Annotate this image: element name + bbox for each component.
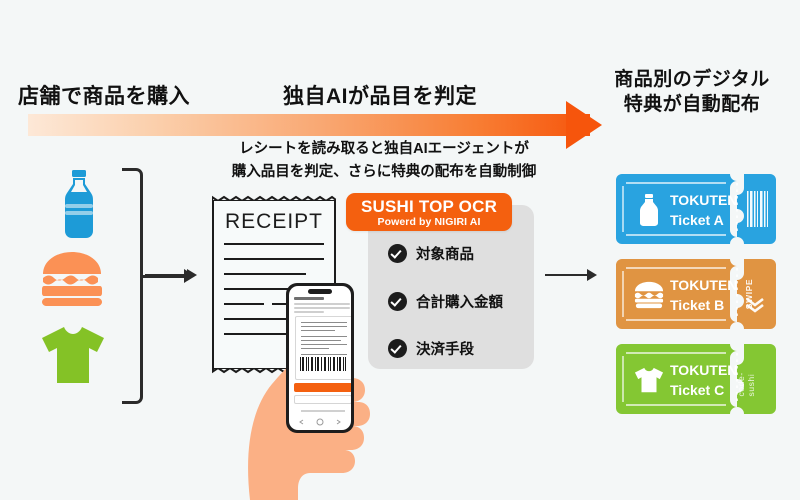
phone-navbar xyxy=(299,418,341,426)
bottle-icon xyxy=(55,170,103,247)
receipt-top-edge xyxy=(212,193,336,201)
checklist-item: 対象商品 xyxy=(388,243,474,264)
ocr-badge: SUSHI TOP OCR Powerd by NIGIRI AI xyxy=(346,193,512,231)
phone-primary-button[interactable] xyxy=(294,383,351,392)
phone-notch xyxy=(308,289,332,294)
receipt-line xyxy=(224,333,324,335)
heading-step-1: 店舗で商品を購入 xyxy=(18,85,190,108)
preview-line xyxy=(301,326,347,327)
preview-line xyxy=(301,348,329,349)
receipt-line xyxy=(224,303,264,305)
smartphone-device xyxy=(286,283,354,433)
connector-line-left xyxy=(145,274,187,276)
heading-step-3-line2: 特典が自動配布 xyxy=(623,93,761,115)
connector-arrow-left-icon xyxy=(187,269,197,281)
preview-line xyxy=(301,336,347,337)
flow-arrow-head-icon xyxy=(566,101,602,149)
ticket-c-line2: Ticket C xyxy=(670,381,725,398)
checklist-item-label: 合計購入金額 xyxy=(416,295,503,311)
checklist-item-label: 決済手段 xyxy=(416,342,474,358)
preview-line xyxy=(301,330,335,331)
burger-icon xyxy=(634,281,664,309)
checklist-item: 決済手段 xyxy=(388,338,474,359)
receipt-title: RECEIPT xyxy=(224,210,323,233)
flow-caption-line1: レシートを読み取ると独自AIエージェントが xyxy=(239,141,529,157)
ticket-b-line1: TOKUTEN xyxy=(670,277,738,293)
tshirt-icon xyxy=(634,367,664,393)
flow-caption-line2: 購入品目を判定、さらに特典の配布を自動制御 xyxy=(231,164,537,181)
phone-heading-text xyxy=(294,297,324,300)
tshirt-icon xyxy=(40,325,106,390)
check-circle-icon xyxy=(388,339,407,358)
phone-secondary-button[interactable] xyxy=(294,395,351,404)
check-circle-icon xyxy=(388,244,407,263)
checklist-item: 合計購入金額 xyxy=(388,291,503,312)
ticket-b-stub-text: SWIPE xyxy=(744,278,754,310)
flow-caption: レシートを読み取ると独自AIエージェントが 購入品目を判定、さらに特典の配布を自… xyxy=(213,138,555,185)
ticket-b[interactable]: TOKUTEN Ticket B SWIPE xyxy=(616,259,776,329)
ticket-c-line1: TOKUTEN xyxy=(670,362,738,378)
ticket-c-stub-text: code-sushi xyxy=(736,372,756,397)
ticket-b-label: TOKUTEN Ticket B xyxy=(670,276,737,316)
ocr-badge-title: SUSHI TOP OCR xyxy=(360,197,498,216)
phone-body-text xyxy=(294,311,324,313)
flow-arrow-band xyxy=(28,114,590,136)
burger-icon xyxy=(40,250,104,313)
preview-line xyxy=(301,344,347,345)
receipt-line xyxy=(224,243,324,245)
group-bracket xyxy=(122,168,143,404)
preview-line xyxy=(301,354,347,355)
bracket-connector-line xyxy=(140,275,186,278)
ticket-a-line1: TOKUTEN xyxy=(670,192,738,208)
preview-line xyxy=(301,322,347,323)
phone-footnote xyxy=(301,410,345,412)
ticket-a[interactable]: TOKUTEN Ticket A xyxy=(616,174,776,244)
ticket-b-line2: Ticket B xyxy=(670,296,725,313)
bottle-icon xyxy=(640,194,658,226)
connector-arrow-right-icon xyxy=(587,269,597,281)
ticket-c[interactable]: TOKUTEN Ticket C code-sushi xyxy=(616,344,776,414)
receipt-line xyxy=(224,288,324,290)
heading-step-2: 独自AIが品目を判定 xyxy=(283,85,477,108)
heading-step-3-line1: 商品別のデジタル xyxy=(614,69,770,90)
ticket-a-line2: Ticket A xyxy=(670,211,724,228)
heading-step-3: 商品別のデジタル 特典が自動配布 xyxy=(592,68,792,117)
barcode-icon xyxy=(298,356,348,372)
phone-screen xyxy=(289,286,351,430)
ticket-a-shape xyxy=(616,174,776,244)
ticket-c-label: TOKUTEN Ticket C xyxy=(670,361,737,401)
ticket-a-label: TOKUTEN Ticket A xyxy=(670,191,737,231)
connector-line-right xyxy=(545,274,587,276)
ticket-b-shape xyxy=(616,259,776,329)
phone-body-text xyxy=(294,303,350,305)
phone-body-text xyxy=(294,307,350,309)
receipt-line xyxy=(224,273,306,275)
receipt-line xyxy=(224,258,324,260)
preview-line xyxy=(301,340,341,341)
checklist-item-label: 対象商品 xyxy=(416,247,474,263)
ticket-c-shape xyxy=(616,344,776,414)
receipt-line xyxy=(224,318,324,320)
check-circle-icon xyxy=(388,292,407,311)
ocr-badge-subtitle: Powerd by NIGIRI AI xyxy=(377,215,481,228)
